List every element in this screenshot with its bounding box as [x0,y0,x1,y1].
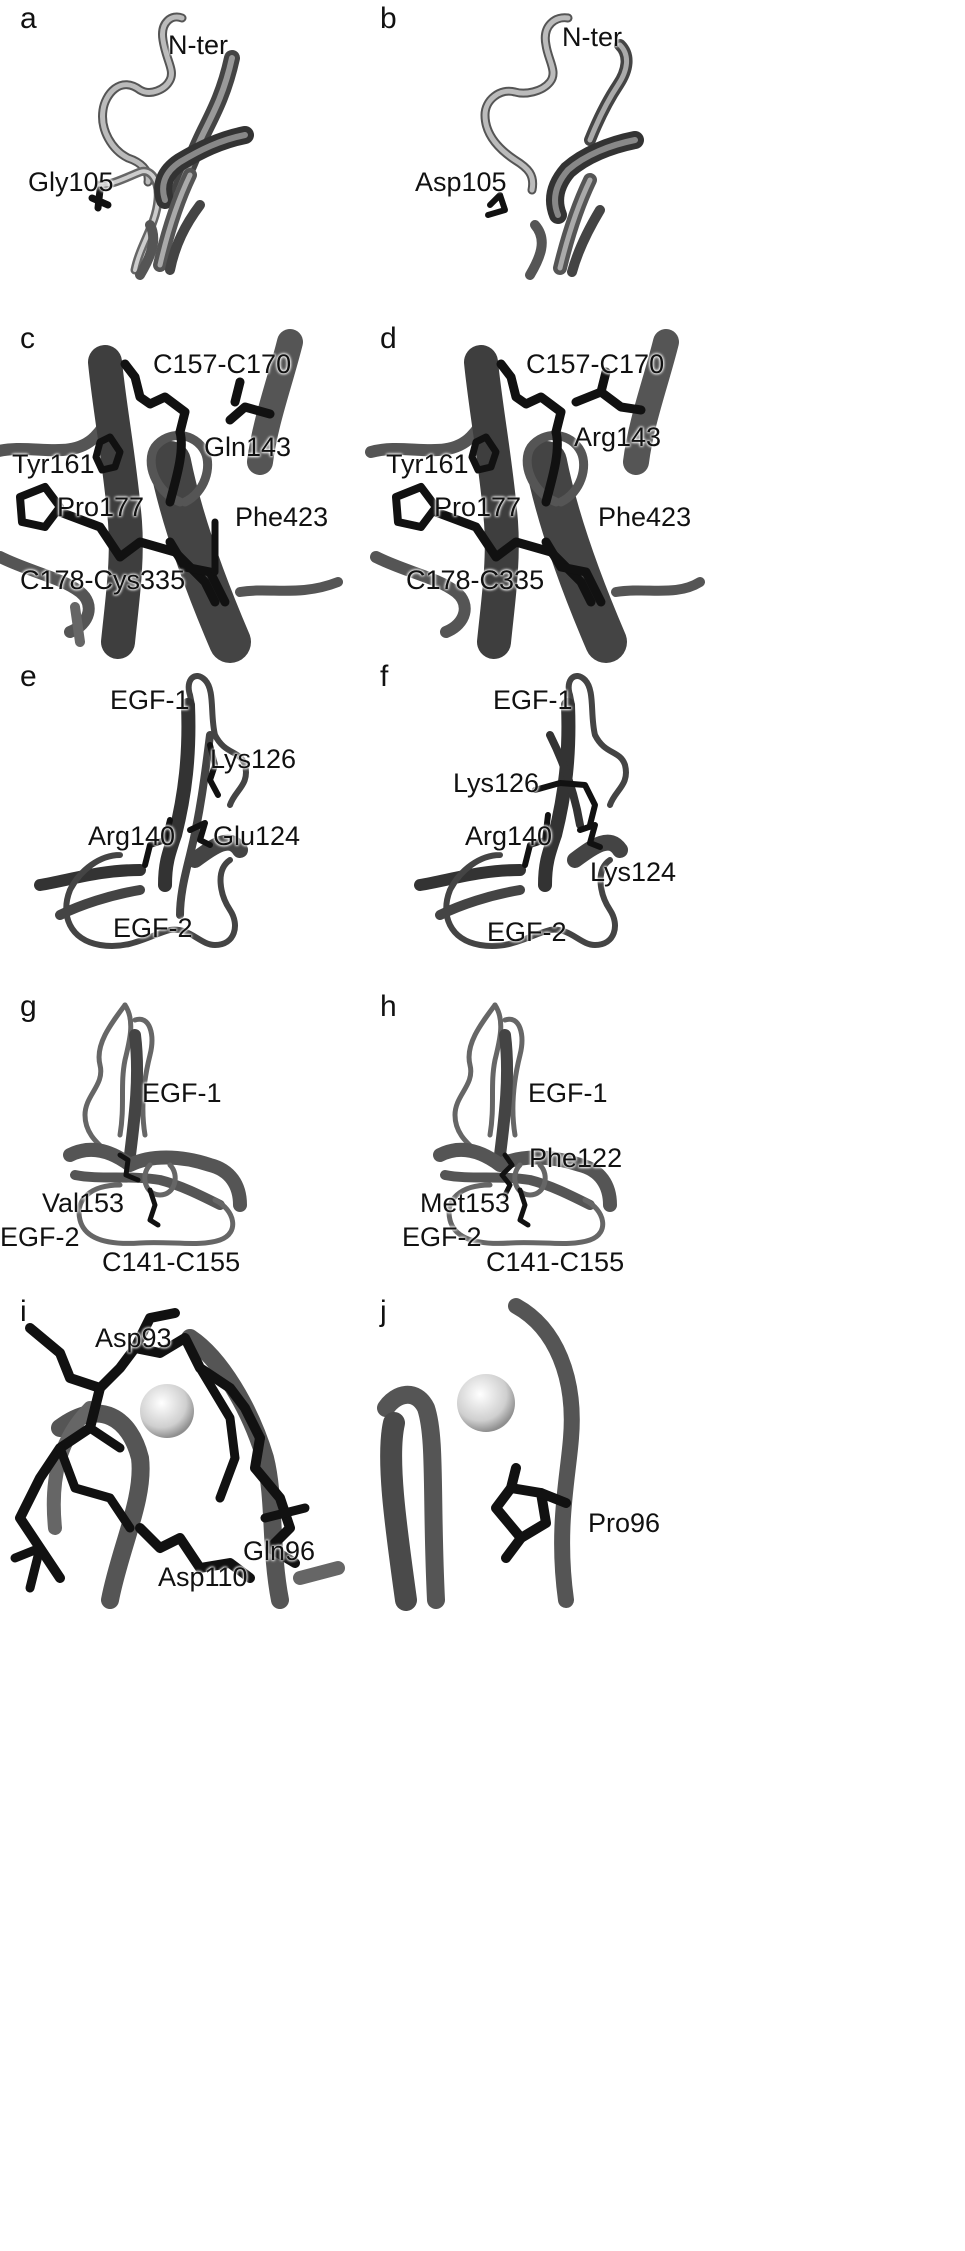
label-residue-tyr161: Tyr161 [12,449,95,479]
panel-label-h: h [380,990,397,1023]
panel-d-structure: C157-C170 Arg143 Tyr161 Pro177 Phe423 C1… [365,329,705,663]
panel-f-structure: EGF-1 Lys126 Arg140 Lys124 EGF-2 [400,655,730,970]
label-domain-egf2: EGF-2 [487,917,567,947]
panel-label-f: f [380,660,389,693]
label-domain-egf1: EGF-1 [493,685,573,715]
label-residue-arg143: Arg143 [574,422,662,452]
panel-label-g: g [20,990,37,1023]
label-disulfide-c141-c155: C141-C155 [486,1247,625,1277]
panel-e-structure: EGF-1 Lys126 Arg140 Glu124 EGF-2 [0,655,340,970]
panel-i-structure: Asp93 Asp110 Gln96 [0,1298,345,1609]
label-disulfide-c141-c155: C141-C155 [102,1247,241,1277]
label-domain-egf2: EGF-2 [113,913,193,943]
panel-c-structure: C157-C170 Gln143 Tyr161 Pro177 Phe423 C1… [0,329,343,663]
panel-label-i: i [20,1295,27,1328]
panel-label-c: c [20,322,35,355]
label-residue-pro177: Pro177 [434,492,522,522]
label-residue-arg140: Arg140 [465,821,553,851]
label-residue-lys126: Lys126 [210,744,297,774]
label-residue-glu124: Glu124 [213,821,301,851]
label-residue-asp110: Asp110 [158,1562,248,1592]
label-domain-egf1: EGF-1 [110,685,190,715]
panel-label-d: d [380,322,397,355]
label-domain-egf1: EGF-1 [142,1078,222,1108]
label-residue-phe122: Phe122 [529,1143,623,1173]
label-domain-egf2: EGF-2 [0,1222,80,1252]
label-residue-pro96: Pro96 [588,1508,661,1538]
label-disulfide-c178-c335: C178-C335 [406,565,545,595]
label-residue-asp93: Asp93 [95,1323,172,1353]
panel-label-a: a [20,2,37,35]
label-domain-egf1: EGF-1 [528,1078,608,1108]
panel-label-e: e [20,660,37,693]
panel-j-structure: Pro96 [376,1298,700,1611]
label-residue-gly105: Gly105 [28,167,114,197]
label-disulfide-c157-c170: C157-C170 [153,349,292,379]
label-residue-asp105: Asp105 [415,167,507,197]
panel-b-structure: N-ter Asp105 [415,0,965,285]
panel-h-structure: EGF-1 Phe122 Met153 EGF-2 C141-C155 [390,985,700,1285]
label-disulfide-c178-cys335: C178-Cys335 [20,565,186,595]
panel-a-structure: N-ter Gly105 [0,0,480,285]
label-domain-egf2: EGF-2 [402,1222,482,1252]
label-residue-phe423: Phe423 [235,502,329,532]
label-residue-arg140: Arg140 [88,821,176,851]
label-residue-pro177: Pro177 [57,492,145,522]
label-residue-tyr161: Tyr161 [386,449,469,479]
label-residue-lys126: Lys126 [453,768,540,798]
label-residue-gln143: Gln143 [204,432,292,462]
panel-label-j: j [380,1295,387,1328]
panel-g-structure: EGF-1 Val153 EGF-2 C141-C155 [0,985,320,1285]
label-residue-phe423: Phe423 [598,502,692,532]
label-residue-met153: Met153 [420,1188,511,1218]
label-disulfide-c157-c170: C157-C170 [526,349,665,379]
panel-label-b: b [380,2,397,35]
label-n-ter: N-ter [562,22,622,52]
label-n-ter: N-ter [168,30,228,60]
label-residue-gln96: Gln96 [243,1536,316,1566]
label-residue-val153: Val153 [42,1188,125,1218]
label-residue-lys124: Lys124 [590,857,677,887]
